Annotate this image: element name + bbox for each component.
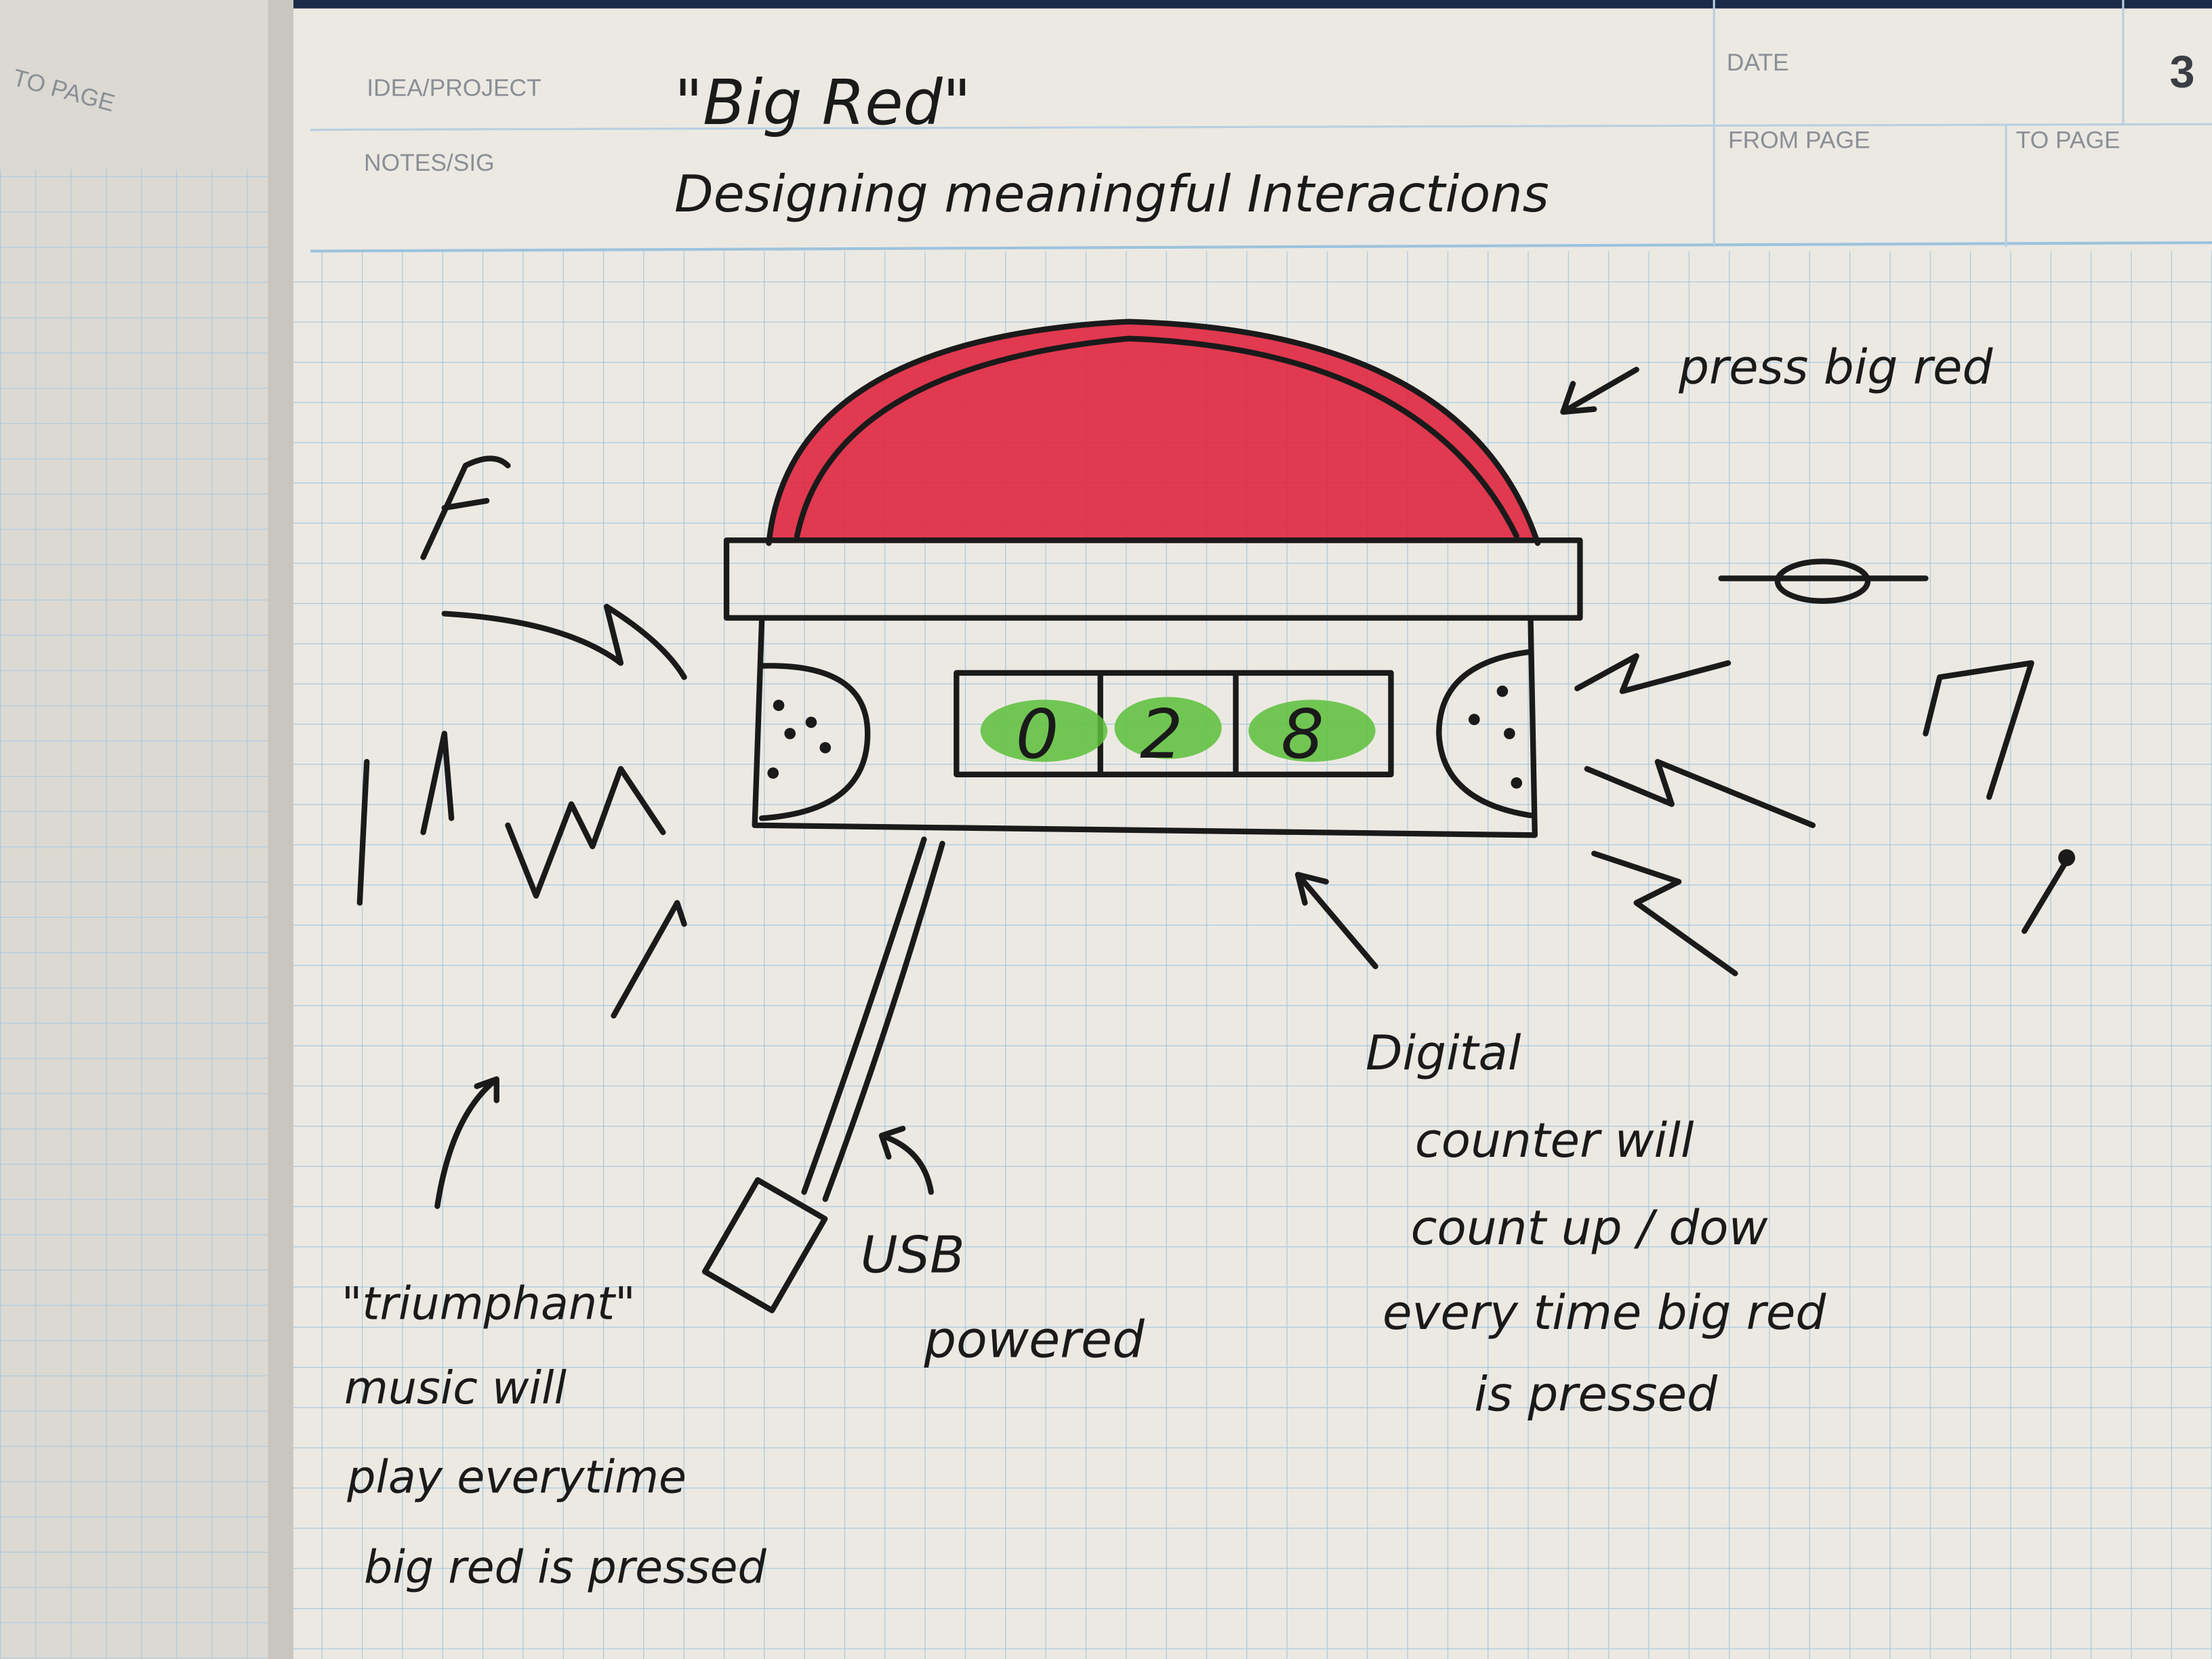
speaker-holes-icon — [767, 685, 1523, 789]
usb-plug-icon — [701, 1177, 828, 1313]
svg-text:Digital: Digital — [1366, 1025, 1521, 1081]
to-page-label: TO PAGE — [2016, 127, 2121, 154]
counter-digit: 0 — [1016, 695, 1059, 774]
notes-sig-label: NOTES/SIG — [364, 150, 495, 176]
svg-text:counter will: counter will — [1415, 1112, 1694, 1168]
music-annotation: "triumphant" music will play everytime b… — [342, 1277, 767, 1593]
project-subtitle: Designing meaningful Interactions — [674, 164, 1549, 224]
svg-text:count up / dow: count up / dow — [1411, 1200, 1768, 1256]
page-number: 3 — [2170, 47, 2195, 98]
project-title: "Big Red" — [674, 66, 971, 139]
big-red-button-drawing: 0 2 8 — [701, 319, 1583, 1313]
idea-project-label: IDEA/PROJECT — [367, 75, 541, 102]
annotation-arrows — [434, 367, 1639, 1209]
counter-annotation: Digital counter will count up / dow ever… — [1366, 1025, 1826, 1422]
svg-text:powered: powered — [923, 1310, 1145, 1370]
svg-text:every time big red: every time big red — [1382, 1284, 1826, 1340]
from-page-label: FROM PAGE — [1728, 127, 1870, 154]
counter-digit: 2 — [1140, 695, 1183, 774]
svg-text:play everytime: play everytime — [346, 1450, 687, 1503]
svg-text:"triumphant": "triumphant" — [342, 1277, 636, 1330]
press-annotation: press big red — [1678, 339, 1993, 395]
usb-annotation: USB powered — [861, 1225, 1145, 1370]
left-page: TO PAGE — [0, 0, 289, 1659]
svg-text:is pressed: is pressed — [1474, 1366, 1718, 1422]
svg-text:USB: USB — [861, 1225, 965, 1285]
svg-text:music will: music will — [344, 1361, 567, 1414]
svg-text:big red is pressed: big red is pressed — [364, 1541, 766, 1594]
sound-doodles — [356, 455, 2076, 1019]
date-label: DATE — [1727, 49, 1789, 76]
counter-digit: 8 — [1281, 695, 1324, 774]
